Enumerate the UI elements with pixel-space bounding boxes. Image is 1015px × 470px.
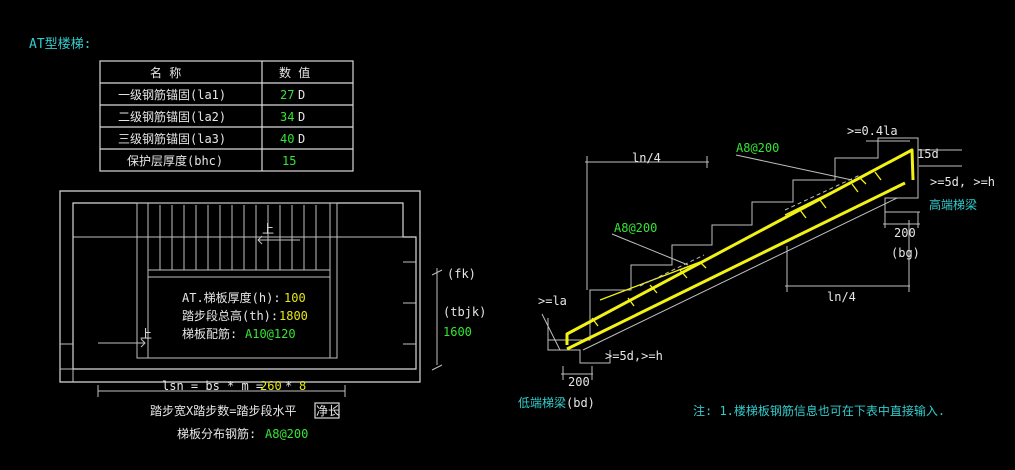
table-row-name: 二级钢筋锚固(la2) xyxy=(118,109,226,124)
dim200-left: 200 xyxy=(568,375,590,389)
bottom-rebar xyxy=(566,181,906,351)
bg-label: (bg) xyxy=(891,246,920,260)
tbjk-label: (tbjk) xyxy=(443,305,486,319)
tbjk-value[interactable]: 1600 xyxy=(443,325,472,339)
thickness-value[interactable]: 100 xyxy=(284,291,306,305)
height-label: 踏步段总高(th): xyxy=(182,308,278,323)
dim200-right: 200 xyxy=(894,226,916,240)
times-sign: * xyxy=(285,379,292,393)
dist-value[interactable]: A8@200 xyxy=(265,427,308,441)
dist-label: 梯板分布钢筋: xyxy=(177,426,256,441)
up-label-top: 上 xyxy=(262,222,274,236)
table-row-unit: D xyxy=(298,88,305,102)
a8-top-label: A8@200 xyxy=(736,141,779,155)
table-row-value[interactable]: 15 xyxy=(282,154,296,168)
height-value[interactable]: 1800 xyxy=(279,309,308,323)
table-header-name: 名 称 xyxy=(150,65,181,80)
table-row-name: 三级钢筋锚固(la3) xyxy=(118,131,226,146)
stair-section-view: ln/4 ln/4 A8@200 >=0.4la 15d >=5d, >=h 高… xyxy=(518,124,995,410)
rebar-value[interactable]: A10@120 xyxy=(245,327,296,341)
desc-text: 踏步宽X踏步数=踏步段水平 xyxy=(150,403,296,418)
high-beam-label: 高端梯梁 xyxy=(929,197,977,212)
page-title: AT型楼梯: xyxy=(29,37,91,52)
d15-label: 15d xyxy=(917,147,939,161)
low-beam-label: 低端梯梁 xyxy=(518,395,566,410)
lsn-formula: lsn = bs * m = xyxy=(162,379,263,393)
la-left-label: >=la xyxy=(538,294,567,308)
table-header-value: 数 值 xyxy=(279,65,310,80)
table-row-value[interactable]: 27 xyxy=(280,88,294,102)
ln4-bottom: ln/4 xyxy=(827,290,856,304)
up-label-bottom: 上 xyxy=(140,327,152,341)
table-row-name: 一级钢筋锚固(la1) xyxy=(118,87,226,102)
table-row-value[interactable]: 34 xyxy=(280,110,294,124)
ge5d-top-label: >=5d, >=h xyxy=(930,175,995,189)
a8-left-label: A8@200 xyxy=(614,221,657,235)
bs-value[interactable]: 260 xyxy=(260,379,282,393)
table-row-unit: D xyxy=(298,110,305,124)
main-rebar xyxy=(565,148,915,345)
thickness-label: AT.梯板厚度(h): xyxy=(182,290,281,305)
ge5d-bottom-label: >=5d,>=h xyxy=(605,349,663,363)
table-row-value[interactable]: 40 xyxy=(280,132,294,146)
desc-box: 净长 xyxy=(316,404,340,418)
m-value[interactable]: 8 xyxy=(299,379,306,393)
rebar-label: 梯板配筋: xyxy=(182,326,237,341)
bd-label: (bd) xyxy=(566,396,595,410)
ln4-top: ln/4 xyxy=(632,151,661,165)
stair-plan-view: 上 上 AT.梯板厚度(h): 100 踏步段总高(th): 1800 梯板配筋… xyxy=(59,190,486,441)
anchor-table: 名 称 数 值 一级钢筋锚固(la1) 27 D 二级钢筋锚固(la2) 34 … xyxy=(99,60,354,172)
la-top-label: >=0.4la xyxy=(847,124,898,138)
note-text: 注: 1.楼梯板钢筋信息也可在下表中直接输入. xyxy=(693,403,945,418)
table-row-unit: D xyxy=(298,132,305,146)
table-row-name: 保护层厚度(bhc) xyxy=(127,153,223,168)
fk-label: (fk) xyxy=(447,267,476,281)
